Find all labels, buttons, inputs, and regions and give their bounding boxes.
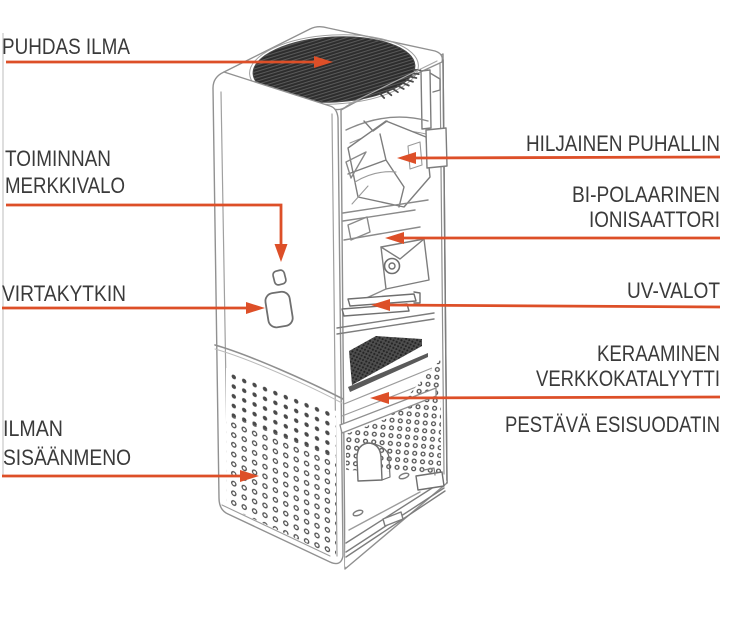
svg-text:IONISAATTORI: IONISAATTORI [589, 207, 720, 232]
svg-text:PESTÄVÄ ESISUODATIN: PESTÄVÄ ESISUODATIN [505, 412, 720, 437]
svg-text:TOIMINNAN: TOIMINNAN [5, 146, 111, 171]
svg-text:BI-POLAARINEN: BI-POLAARINEN [572, 182, 720, 207]
svg-text:SISÄÄNMENO: SISÄÄNMENO [3, 445, 131, 470]
svg-text:UV-VALOT: UV-VALOT [627, 278, 720, 303]
svg-text:PUHDAS ILMA: PUHDAS ILMA [2, 34, 130, 59]
svg-text:VERKKOKATALYYTTI: VERKKOKATALYYTTI [536, 366, 720, 391]
svg-text:HILJAINEN PUHALLIN: HILJAINEN PUHALLIN [526, 131, 720, 156]
svg-text:KERAAMINEN: KERAAMINEN [597, 341, 720, 366]
svg-text:MERKKIVALO: MERKKIVALO [5, 173, 125, 198]
svg-text:VIRTAKYTKIN: VIRTAKYTKIN [2, 281, 126, 306]
svg-text:ILMAN: ILMAN [3, 416, 63, 441]
